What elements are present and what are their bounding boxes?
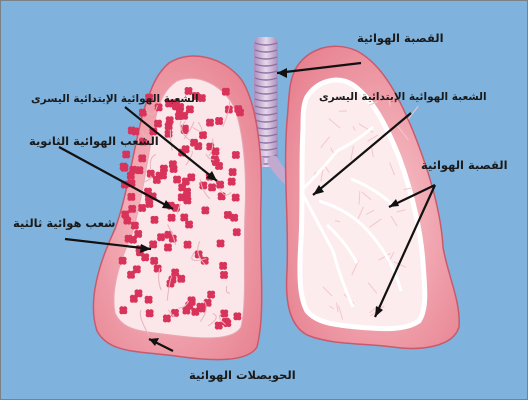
label-tertiary-bronchi: شعب هوائية ثالثية [13, 217, 115, 230]
label-secondary-bronchi: الشعب الهوائية الثانوية [29, 135, 159, 148]
label-trachea-top: القصبة الهوائية [357, 32, 444, 45]
label-right-primary-bronchus: الشعبة الهوائية الإبتدائية اليسرى [319, 91, 487, 104]
label-alveoli: الحويصلات الهوائية [189, 369, 296, 382]
label-left-primary-bronchus: الشعبة الهوائية الإبتدائية اليسرى [31, 93, 199, 106]
label-bronchus-right: القصبة الهوائية [421, 159, 508, 172]
